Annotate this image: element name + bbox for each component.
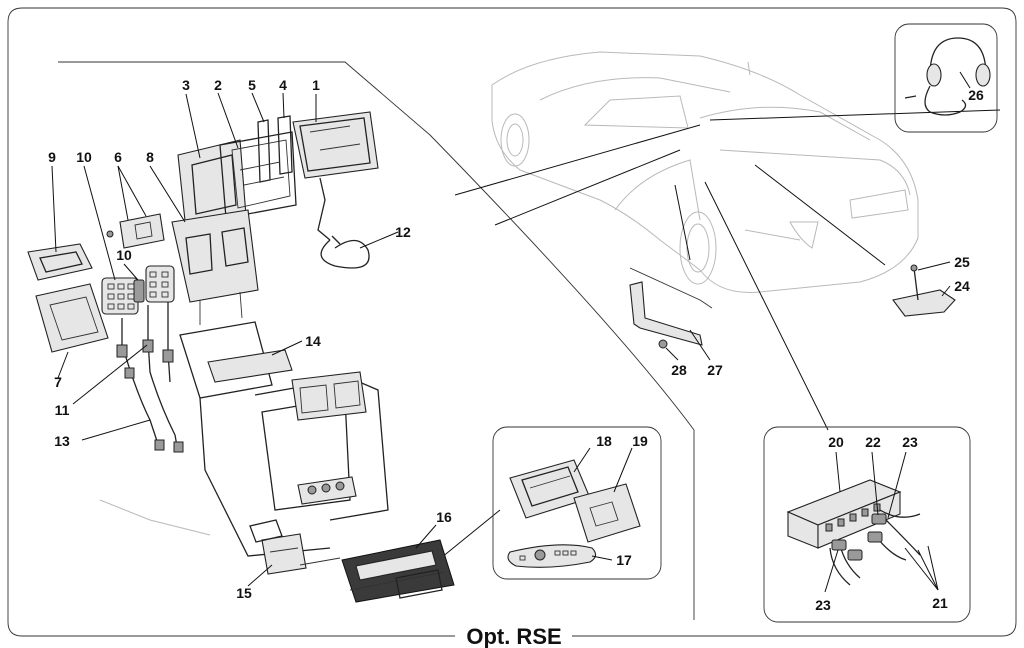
outer-frame bbox=[7, 7, 1017, 637]
part-label-23b: 23 bbox=[815, 597, 831, 613]
part-label-1: 1 bbox=[312, 77, 320, 93]
harness-drawing bbox=[116, 302, 184, 453]
headphones-drawing bbox=[904, 37, 991, 116]
part-label-18: 18 bbox=[596, 433, 612, 449]
headphones-inset bbox=[894, 23, 998, 133]
part-label-9: 9 bbox=[48, 149, 56, 165]
pointer-line bbox=[754, 164, 886, 266]
part-label-27: 27 bbox=[707, 362, 723, 378]
part-label-4: 4 bbox=[279, 77, 287, 93]
part-label-22: 22 bbox=[865, 434, 881, 450]
part-label-19: 19 bbox=[632, 433, 648, 449]
bezel-drawing bbox=[171, 209, 259, 325]
mount-bracket-drawing bbox=[249, 519, 307, 575]
part-label-17: 17 bbox=[616, 552, 632, 568]
pointer-line bbox=[674, 184, 691, 261]
connectors-drawing bbox=[829, 509, 921, 586]
part-label-11: 11 bbox=[55, 402, 70, 418]
part-label-12: 12 bbox=[395, 224, 411, 240]
part-label-10a: 10 bbox=[76, 149, 92, 165]
junction-box-inset bbox=[763, 426, 971, 623]
car-outline bbox=[491, 51, 919, 294]
part-label-25: 25 bbox=[954, 254, 970, 270]
dvd-player-drawing bbox=[299, 539, 455, 603]
part-label-6: 6 bbox=[114, 149, 122, 165]
part-labels: 1 2 3 5 4 9 10 6 8 10 12 14 7 11 13 15 1… bbox=[48, 77, 984, 613]
part-label-23a: 23 bbox=[902, 434, 918, 450]
panel-drawing bbox=[35, 283, 109, 353]
junction-box-drawing bbox=[786, 479, 902, 549]
pointer-line bbox=[494, 149, 681, 226]
pointer-line bbox=[454, 124, 701, 196]
part-label-7: 7 bbox=[54, 374, 62, 390]
part-label-28: 28 bbox=[671, 362, 687, 378]
part-label-15: 15 bbox=[236, 585, 252, 601]
region-separator bbox=[58, 61, 695, 620]
pointer-line bbox=[704, 181, 829, 431]
part-label-14: 14 bbox=[305, 333, 321, 349]
leader-lines bbox=[51, 71, 971, 593]
cover-drawing bbox=[27, 243, 93, 281]
part-label-21: 21 bbox=[932, 595, 948, 611]
monitor-drawing bbox=[292, 111, 379, 241]
part-label-20: 20 bbox=[828, 434, 844, 450]
part-label-3: 3 bbox=[182, 77, 190, 93]
part-label-2: 2 bbox=[214, 77, 222, 93]
part-label-24: 24 bbox=[954, 278, 970, 294]
remote-drawing bbox=[507, 544, 597, 568]
part-label-5: 5 bbox=[248, 77, 256, 93]
trunk-bracket-drawing bbox=[892, 264, 956, 317]
pointer-line bbox=[709, 109, 1001, 121]
console-drawing bbox=[99, 321, 389, 557]
cable-drawing bbox=[320, 235, 370, 269]
manual-drawing bbox=[573, 483, 641, 543]
bracket-drawing bbox=[177, 115, 297, 231]
keypad-drawing bbox=[101, 265, 175, 315]
door-bracket-drawing bbox=[629, 267, 713, 349]
clip-drawing bbox=[106, 213, 165, 249]
part-label-16: 16 bbox=[436, 509, 452, 525]
part-label-13: 13 bbox=[54, 433, 70, 449]
part-label-10b: 10 bbox=[116, 247, 132, 263]
part-label-8: 8 bbox=[146, 149, 154, 165]
part-label-26: 26 bbox=[968, 87, 984, 103]
diagram-title: Opt. RSE bbox=[466, 624, 561, 648]
accessories-inset bbox=[492, 426, 662, 580]
